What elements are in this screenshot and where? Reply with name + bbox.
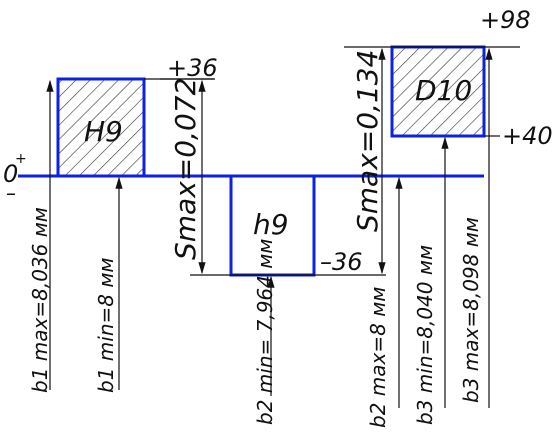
zone-h9-label: h9 [253,208,289,241]
zone-D10-label: D10 [415,74,472,107]
b2-min-label: b2 min= 7,964 мм [253,239,277,425]
zero-label: 0 [3,160,18,188]
b1-max-label: b1 max=8,036 мм [28,207,52,393]
b2-max-label: b2 max=8 мм [366,287,390,428]
H9-upper-deviation-label: +36 [167,54,218,82]
plus-sign: + [15,151,27,167]
smax-1-label: Smax=0,072 [169,78,202,260]
b3-max-label: b3 max=8,098 мм [459,217,483,403]
b3-min-label: b3 min=8,040 мм [413,245,437,425]
zone-H9-label: H9 [84,115,123,148]
h9-lower-deviation-label: –36 [320,248,363,276]
D10-upper-deviation-label: +98 [480,6,531,34]
D10-lower-deviation-label: +40 [502,122,553,150]
zone-H9-box [56,77,146,178]
b1-min-label: b1 min=8 мм [94,257,118,393]
minus-sign: – [6,181,16,205]
smax-2-label: Smax=0,134 [351,50,384,232]
